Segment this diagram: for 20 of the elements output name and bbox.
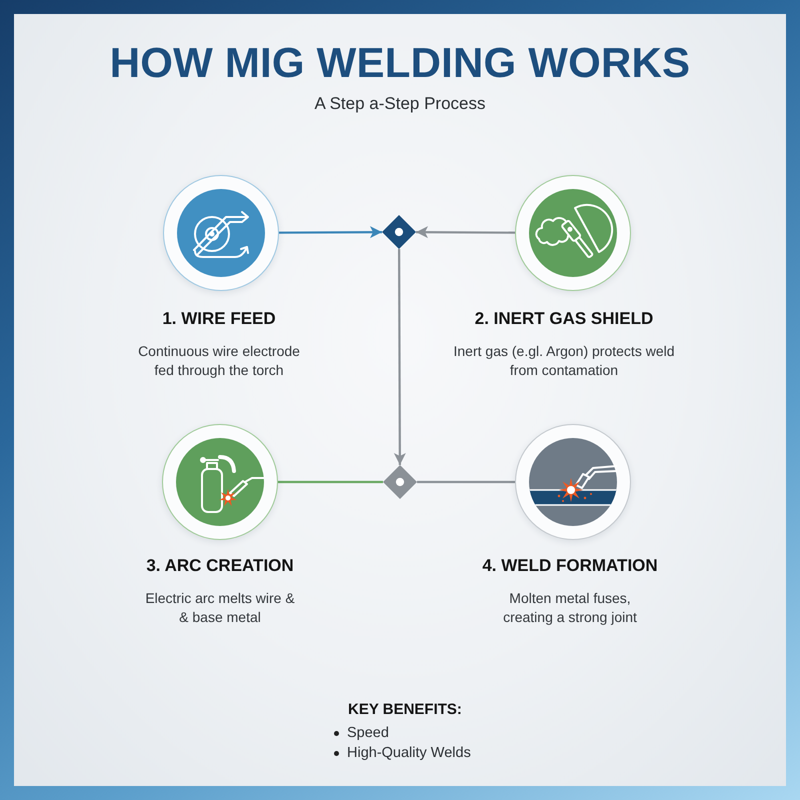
benefits-heading: KEY BENEFITS: xyxy=(348,701,462,719)
step-heading: 3. ARC CREATION xyxy=(145,556,295,576)
step-description: Inert gas (e.gl. Argon) protects weld from contamation xyxy=(452,342,676,380)
step-heading: 1. WIRE FEED xyxy=(161,309,277,329)
arrow xyxy=(394,249,406,465)
subtitle: A Step a-Step Process xyxy=(313,94,487,114)
arrow xyxy=(279,226,382,238)
step-description: Continuous wire electrode fed through the torch xyxy=(137,342,301,380)
connector-line xyxy=(417,480,515,484)
step-heading: 2. INERT GAS SHIELD xyxy=(474,309,654,329)
benefit-item: High-Quality Welds xyxy=(347,744,471,763)
connector-line xyxy=(278,480,383,484)
benefit-item: Speed xyxy=(347,724,389,743)
arrow xyxy=(416,226,515,238)
step-heading: 4. WELD FORMATION xyxy=(481,556,659,576)
step-description: Molten metal fuses, creating a strong joint xyxy=(502,589,638,627)
junction-diamond xyxy=(382,215,416,249)
junction-diamond xyxy=(383,465,417,499)
title: HOW MIG WELDING WORKS xyxy=(108,40,692,86)
step-description: Electric arc melts wire & & base metal xyxy=(144,589,296,627)
